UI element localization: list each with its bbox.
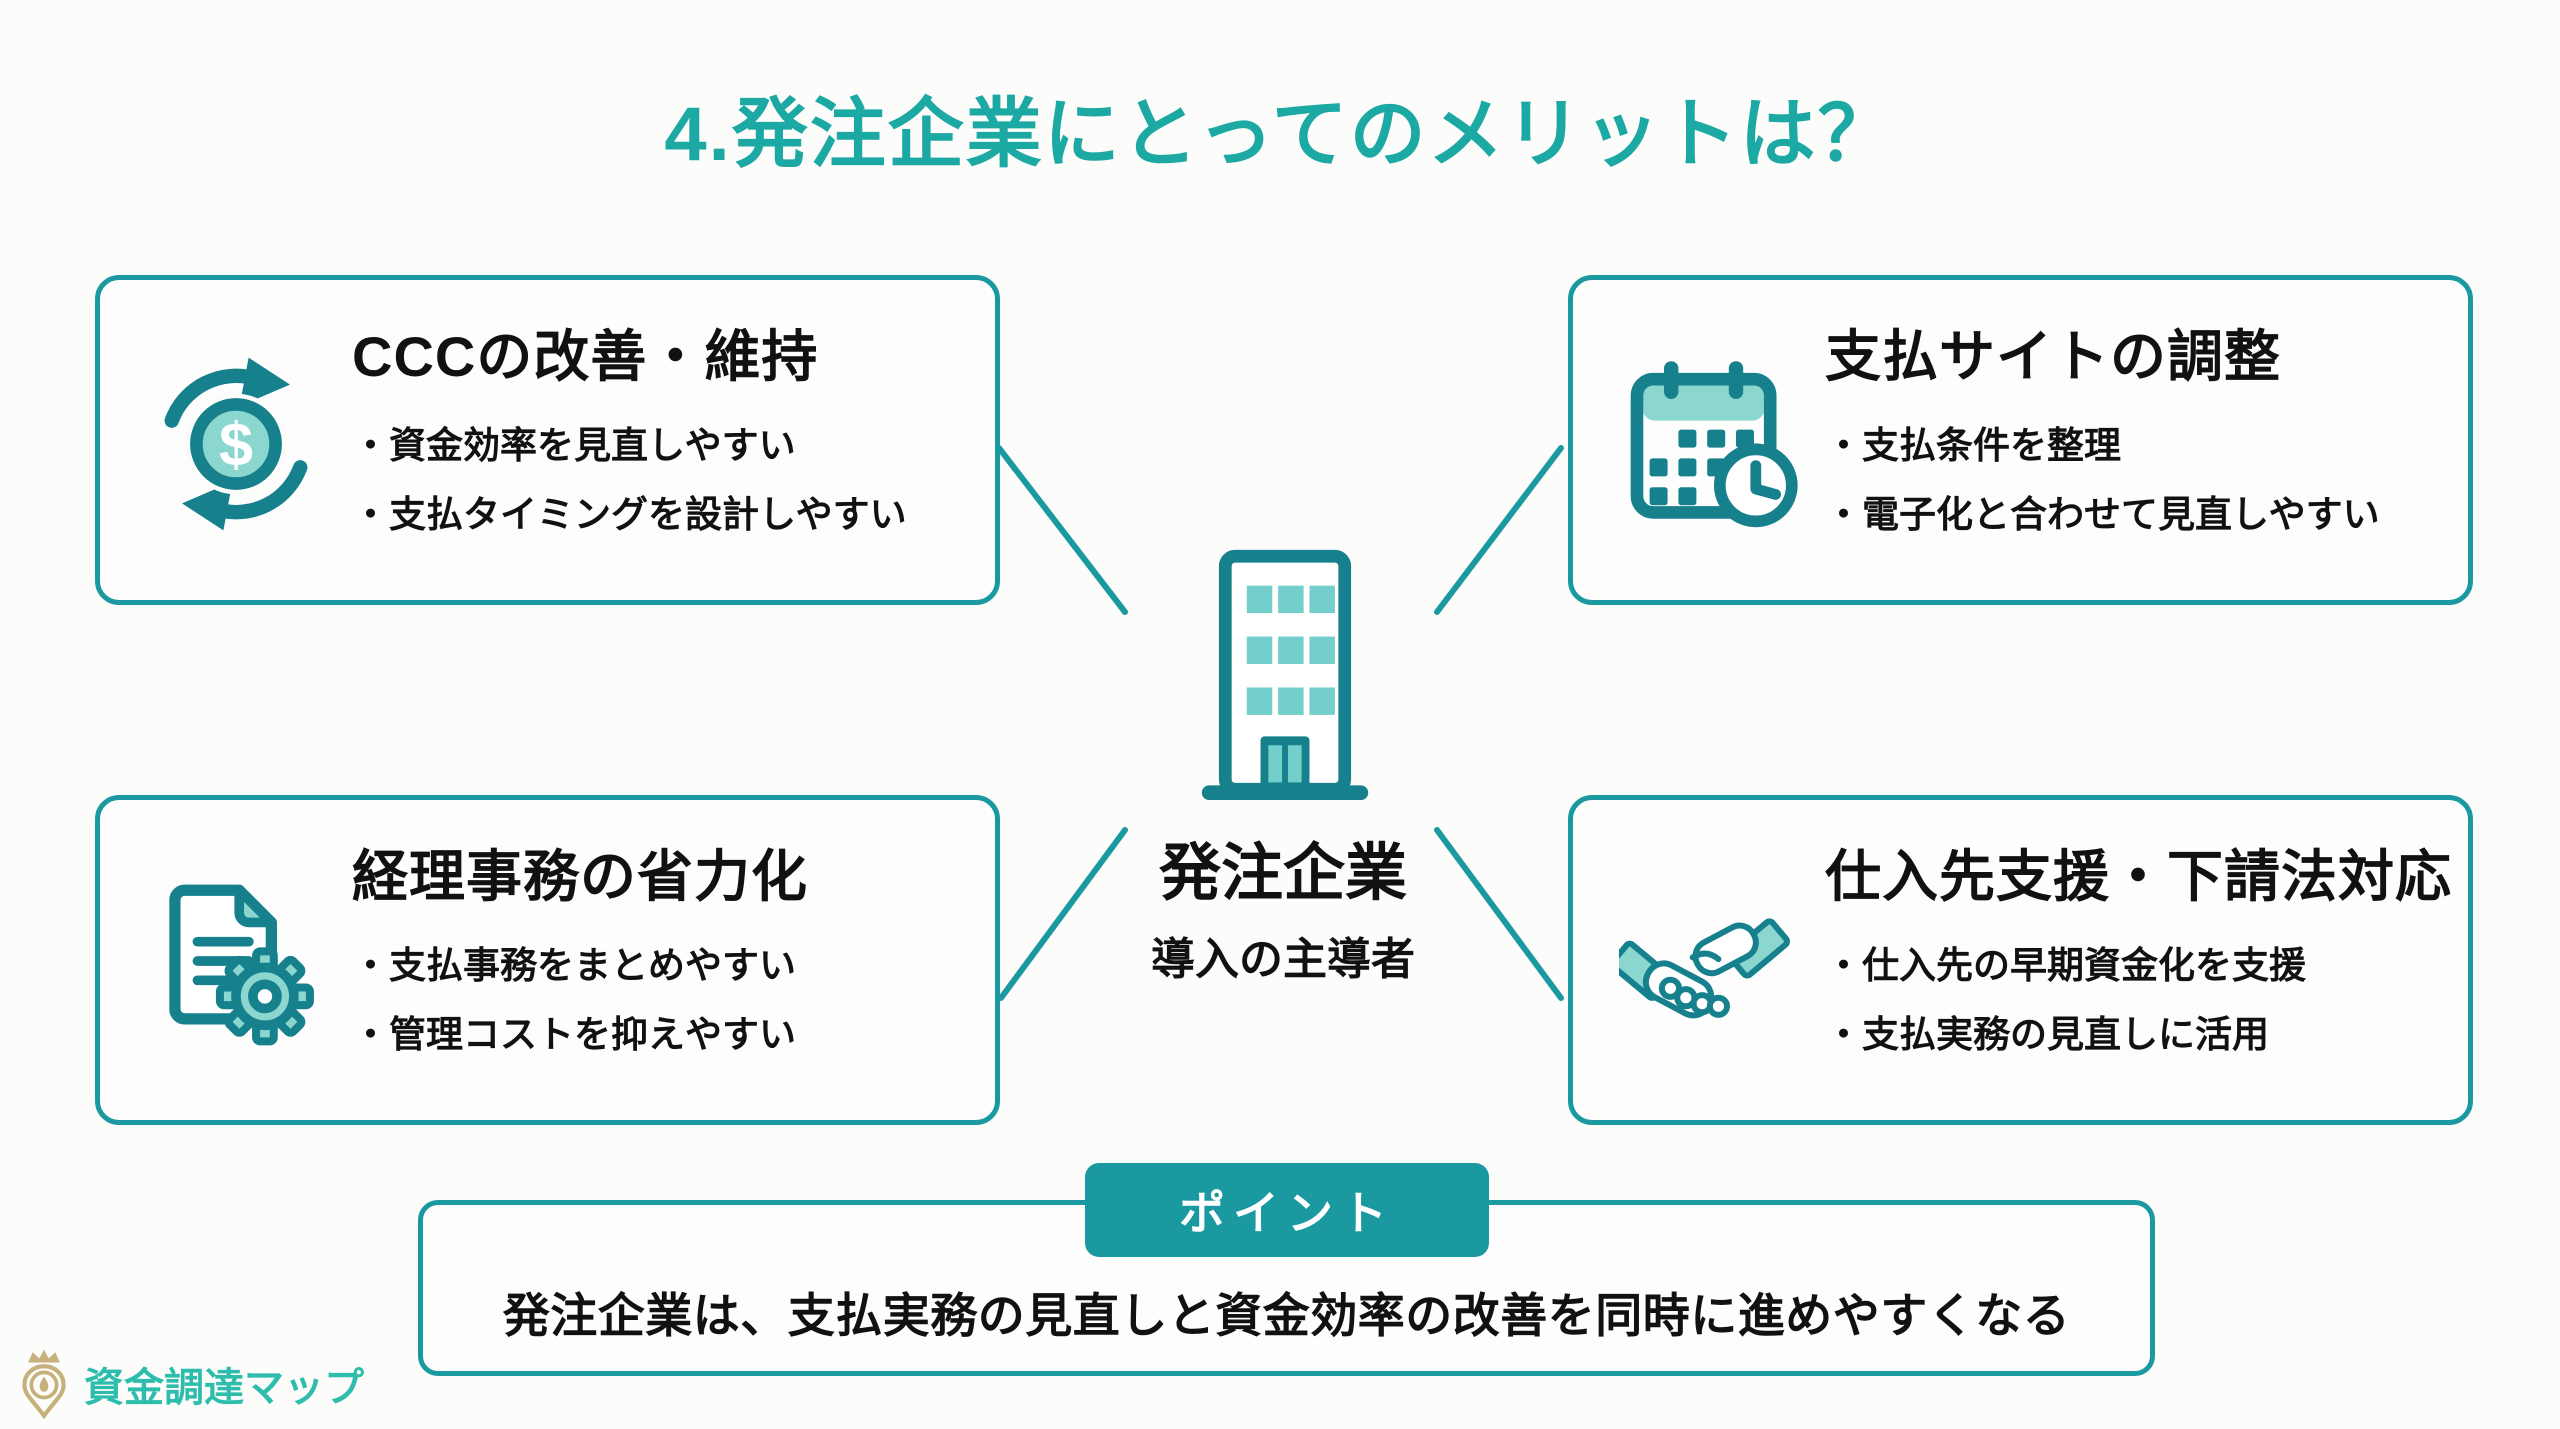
card-bullet: ・電子化と合わせて見直しやすい [1825,494,2380,536]
card-bullet: ・支払事務をまとめやすい [352,944,796,986]
svg-text:$: $ [219,411,253,479]
connector-line [996,445,1128,615]
card-bullet: ・支払タイミングを設計しやすい [352,494,907,536]
card-supplier: 仕入先支援・下請法対応 ・仕入先の早期資金化を支援 ・支払実務の見直しに活用 [1568,795,2473,1125]
card-bullet-list: ・支払条件を整理 ・電子化と合わせて見直しやすい [1825,411,2380,550]
handshake-icon [1619,918,1790,1019]
card-heading: 仕入先支援・下請法対応 [1825,845,2452,908]
card-text-block: 仕入先支援・下請法対応 ・仕入先の早期資金化を支援 ・支払実務の見直しに活用 [1825,845,2452,1070]
center-entity-label: 発注企業 [1158,839,1407,908]
site-logo: 資金調達マップ [16,1346,364,1422]
connector-line [1434,445,1564,615]
card-bullet: ・支払条件を整理 [1825,424,2121,466]
card-text-block: 支払サイトの調整 ・支払条件を整理 ・電子化と合わせて見直しやすい [1825,325,2380,550]
card-accounting: 経理事務の省力化 ・支払事務をまとめやすい ・管理コストを抑えやすい [95,795,1000,1125]
site-logo-text: 資金調達マップ [84,1366,364,1410]
point-text: 発注企業は、支払実務の見直しと資金効率の改善を同時に進めやすくなる [502,1288,2071,1342]
card-bullet-list: ・支払事務をまとめやすい ・管理コストを抑えやすい [352,931,808,1070]
card-ccc: $ CCCの改善・維持 ・資金効率を見直しやすい ・支払タイミングを設計しやすい [95,275,1000,605]
card-bullet: ・管理コストを抑えやすい [352,1014,796,1056]
card-bullet-list: ・資金効率を見直しやすい ・支払タイミングを設計しやすい [352,411,907,550]
card-heading: 支払サイトの調整 [1825,325,2281,388]
building-icon [1201,549,1369,801]
card-heading: CCCの改善・維持 [352,325,819,388]
card-bullet: ・資金効率を見直しやすい [352,424,796,466]
connector-line [998,827,1128,1001]
money-cycle-icon: $ [164,357,308,531]
calendar-clock-icon [1630,361,1798,528]
card-bullet: ・支払実務の見直しに活用 [1825,1014,2269,1056]
point-badge: ポイント [1085,1163,1489,1257]
map-pin-crown-icon [22,1349,66,1420]
card-bullet-list: ・仕入先の早期資金化を支援 ・支払実務の見直しに活用 [1825,931,2450,1070]
card-payment-site: 支払サイトの調整 ・支払条件を整理 ・電子化と合わせて見直しやすい [1568,275,2473,605]
center-entity-sublabel: 導入の主導者 [1151,935,1415,984]
connector-line [1434,827,1564,1001]
card-text-block: 経理事務の省力化 ・支払事務をまとめやすい ・管理コストを抑えやすい [352,845,808,1070]
document-gear-icon [169,884,314,1046]
card-text-block: CCCの改善・維持 ・資金効率を見直しやすい ・支払タイミングを設計しやすい [352,325,907,550]
page-title: 4.発注企業にとってのメリットは？ [664,92,1896,177]
card-bullet: ・仕入先の早期資金化を支援 [1825,944,2306,986]
card-heading: 経理事務の省力化 [352,845,808,908]
